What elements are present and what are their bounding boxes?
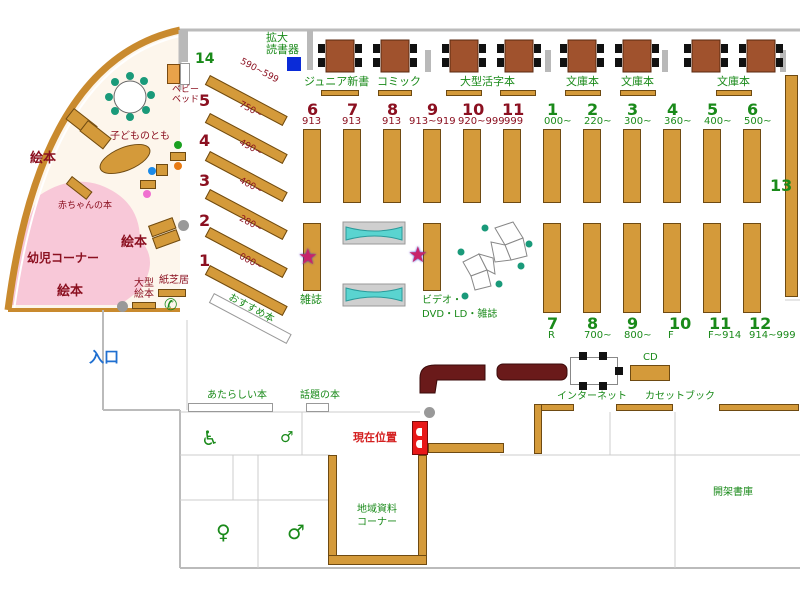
diag-num-4: 4 <box>199 131 211 150</box>
bottom-num-1: 7 <box>547 314 559 333</box>
bottom-num-2: 8 <box>587 314 599 333</box>
kamishibai-label: 紙芝居 <box>159 275 189 286</box>
top-range-1: 913 <box>302 116 322 127</box>
top-num-10: 4 <box>667 100 679 119</box>
ehon-label-1: 絵本 <box>30 151 57 166</box>
top-range-7: 000~ <box>544 116 572 127</box>
top-num-11: 5 <box>707 100 719 119</box>
top-range-8: 220~ <box>584 116 612 127</box>
top-range-6: 999 <box>504 116 524 127</box>
bottom-range-5: F~914 <box>708 330 742 341</box>
bottom-range-1: R <box>548 330 555 341</box>
internet-label: インターネット <box>557 391 627 402</box>
magazine-shelf <box>303 223 321 291</box>
top-num-3: 8 <box>387 100 399 119</box>
shelf-13 <box>785 75 798 297</box>
diag-num-14: 14 <box>195 51 215 67</box>
bottom-num-6: 12 <box>749 314 772 333</box>
large-ehon-label: 大型 絵本 <box>134 278 154 300</box>
kodomo-no-tomo-label: 子どものとも <box>110 131 170 142</box>
reading-tables-top <box>318 39 783 73</box>
diag-num-2: 2 <box>199 211 211 230</box>
video-shelf <box>423 223 441 291</box>
top-num-2: 7 <box>347 100 359 119</box>
top-num-12: 6 <box>747 100 759 119</box>
diag-num-1: 1 <box>199 251 211 270</box>
akachan-label: 赤ちゃんの本 <box>58 201 113 211</box>
bunko-label-2: 文庫本 <box>621 75 654 88</box>
bottom-num-5: 11 <box>709 314 732 333</box>
video-label: ビデオ・ DVD・LD・雑誌 <box>422 295 498 320</box>
bottom-range-4: F <box>668 330 674 341</box>
top-num-6: 11 <box>502 100 525 119</box>
pink-kids-area <box>10 181 150 305</box>
bunko-label-1: 文庫本 <box>566 75 599 88</box>
top-num-8: 2 <box>587 100 599 119</box>
bottom-num-4: 10 <box>669 314 692 333</box>
top-range-9: 300~ <box>624 116 652 127</box>
comic-label: コミック <box>377 75 421 88</box>
top-range-2: 913 <box>342 116 362 127</box>
baby-bed <box>167 64 180 84</box>
cd-shelf <box>630 365 670 381</box>
top-num-4: 9 <box>427 100 439 119</box>
kaika-label: 開架書庫 <box>713 487 753 498</box>
woman-restroom-icon: ♀ <box>216 520 231 544</box>
round-table <box>105 72 155 121</box>
bottom-range-3: 800~ <box>624 330 652 341</box>
bottom-range-2: 700~ <box>584 330 612 341</box>
top-range-5: 920~999 <box>458 116 505 127</box>
chiiki-label: 地域資料 コーナー <box>357 504 397 528</box>
zasshi-label: 雑誌 <box>300 293 322 306</box>
shelf-13-num: 13 <box>770 176 793 195</box>
ehon-label-2: 絵本 <box>121 235 148 250</box>
star-icon: ★ <box>408 243 428 268</box>
wheelchair-icon: ♿ <box>201 426 219 450</box>
atarashii-label: あたらしい本 <box>207 390 267 401</box>
diag-num-5: 5 <box>199 91 211 110</box>
large-print-label: 大型活字本 <box>460 75 515 88</box>
cd-label: CD <box>643 352 658 363</box>
youji-corner-label: 幼児コーナー <box>27 251 100 265</box>
cassette-label: カセットブック <box>645 391 715 402</box>
man-restroom-icon: ♂ <box>287 520 305 544</box>
entrance-label: 入口 <box>89 348 120 366</box>
top-range-11: 400~ <box>704 116 732 127</box>
current-position-marker <box>412 421 428 455</box>
phone-icon: ✆ <box>164 295 178 314</box>
junior-shinsho-label: ジュニア新書 <box>304 75 370 88</box>
display-cases <box>342 221 406 307</box>
top-range-3: 913 <box>382 116 402 127</box>
bottom-range-6: 914~999 <box>749 330 796 341</box>
bunko-label-3: 文庫本 <box>717 75 750 88</box>
top-range-12: 500~ <box>744 116 772 127</box>
top-range-4: 913~919 <box>409 116 456 127</box>
top-num-1: 6 <box>307 100 319 119</box>
wadai-label: 話題の本 <box>300 390 340 401</box>
top-num-9: 3 <box>627 100 639 119</box>
bottom-num-3: 9 <box>627 314 639 333</box>
baby-bed-label: ベビー ベッド <box>172 85 200 105</box>
counter <box>419 363 568 394</box>
top-range-10: 360~ <box>664 116 692 127</box>
zoom-reader-label: 拡大 読書器 <box>266 31 299 57</box>
diag-num-3: 3 <box>199 171 211 190</box>
top-num-5: 10 <box>462 100 485 119</box>
seating-cluster <box>457 221 533 300</box>
baby-care-icon: ♂ <box>280 428 294 446</box>
zoom-reader-device <box>287 57 301 71</box>
ehon-label-3: 絵本 <box>57 284 84 299</box>
top-num-7: 1 <box>547 100 559 119</box>
internet-terminals <box>570 352 623 390</box>
star-icon: ★ <box>298 245 318 270</box>
current-position-label: 現在位置 <box>353 431 397 444</box>
